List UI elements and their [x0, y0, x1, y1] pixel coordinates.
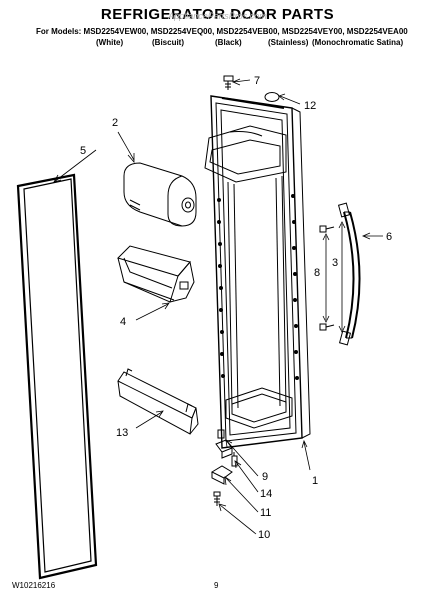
callout-6: 6: [386, 231, 392, 243]
callout-5: 5: [80, 145, 86, 157]
variant-biscuit: (Biscuit): [152, 38, 184, 47]
document-number: W10216216: [12, 581, 56, 590]
lower-hinge-parts: [210, 429, 238, 506]
callout-1: 1: [312, 475, 318, 487]
door-liner-holes: [217, 194, 299, 380]
door-gasket: [16, 173, 98, 580]
callout-12: 12: [304, 100, 316, 112]
callout-13: 13: [116, 427, 128, 439]
leader-lines: [53, 78, 383, 535]
page-title: REFRIGERATOR DOOR PARTS: [100, 6, 335, 23]
callout-3: 3: [332, 257, 338, 269]
door-assembly: [204, 95, 311, 449]
door-bin: [117, 245, 195, 303]
variant-black: (Black): [215, 38, 242, 47]
variant-white: (White): [96, 38, 124, 47]
callout-14: 14: [260, 488, 272, 500]
handle-screws: [319, 225, 335, 331]
dimension-lines: [322, 221, 346, 333]
callout-11: 11: [260, 507, 271, 519]
callout-9: 9: [262, 471, 268, 483]
callout-2: 2: [112, 117, 118, 129]
watermark: AppliancePartsPros.com: [168, 11, 267, 21]
callout-4: 4: [120, 316, 126, 328]
models-line: For Models: MSD2254VEW00, MSD2254VEQ00, …: [36, 27, 408, 36]
variant-stainless: (Stainless): [268, 38, 309, 47]
door-handle: [337, 202, 361, 346]
top-screw: [223, 75, 234, 90]
callout-8: 8: [314, 267, 320, 279]
callout-7: 7: [254, 75, 260, 87]
lower-door-bin: [117, 368, 199, 435]
hinge-plug: [264, 92, 280, 102]
variant-monochromatic: (Monochromatic Satina): [312, 38, 404, 47]
callout-10: 10: [258, 529, 270, 541]
page-number: 9: [214, 581, 219, 590]
dairy-door: [123, 162, 197, 227]
